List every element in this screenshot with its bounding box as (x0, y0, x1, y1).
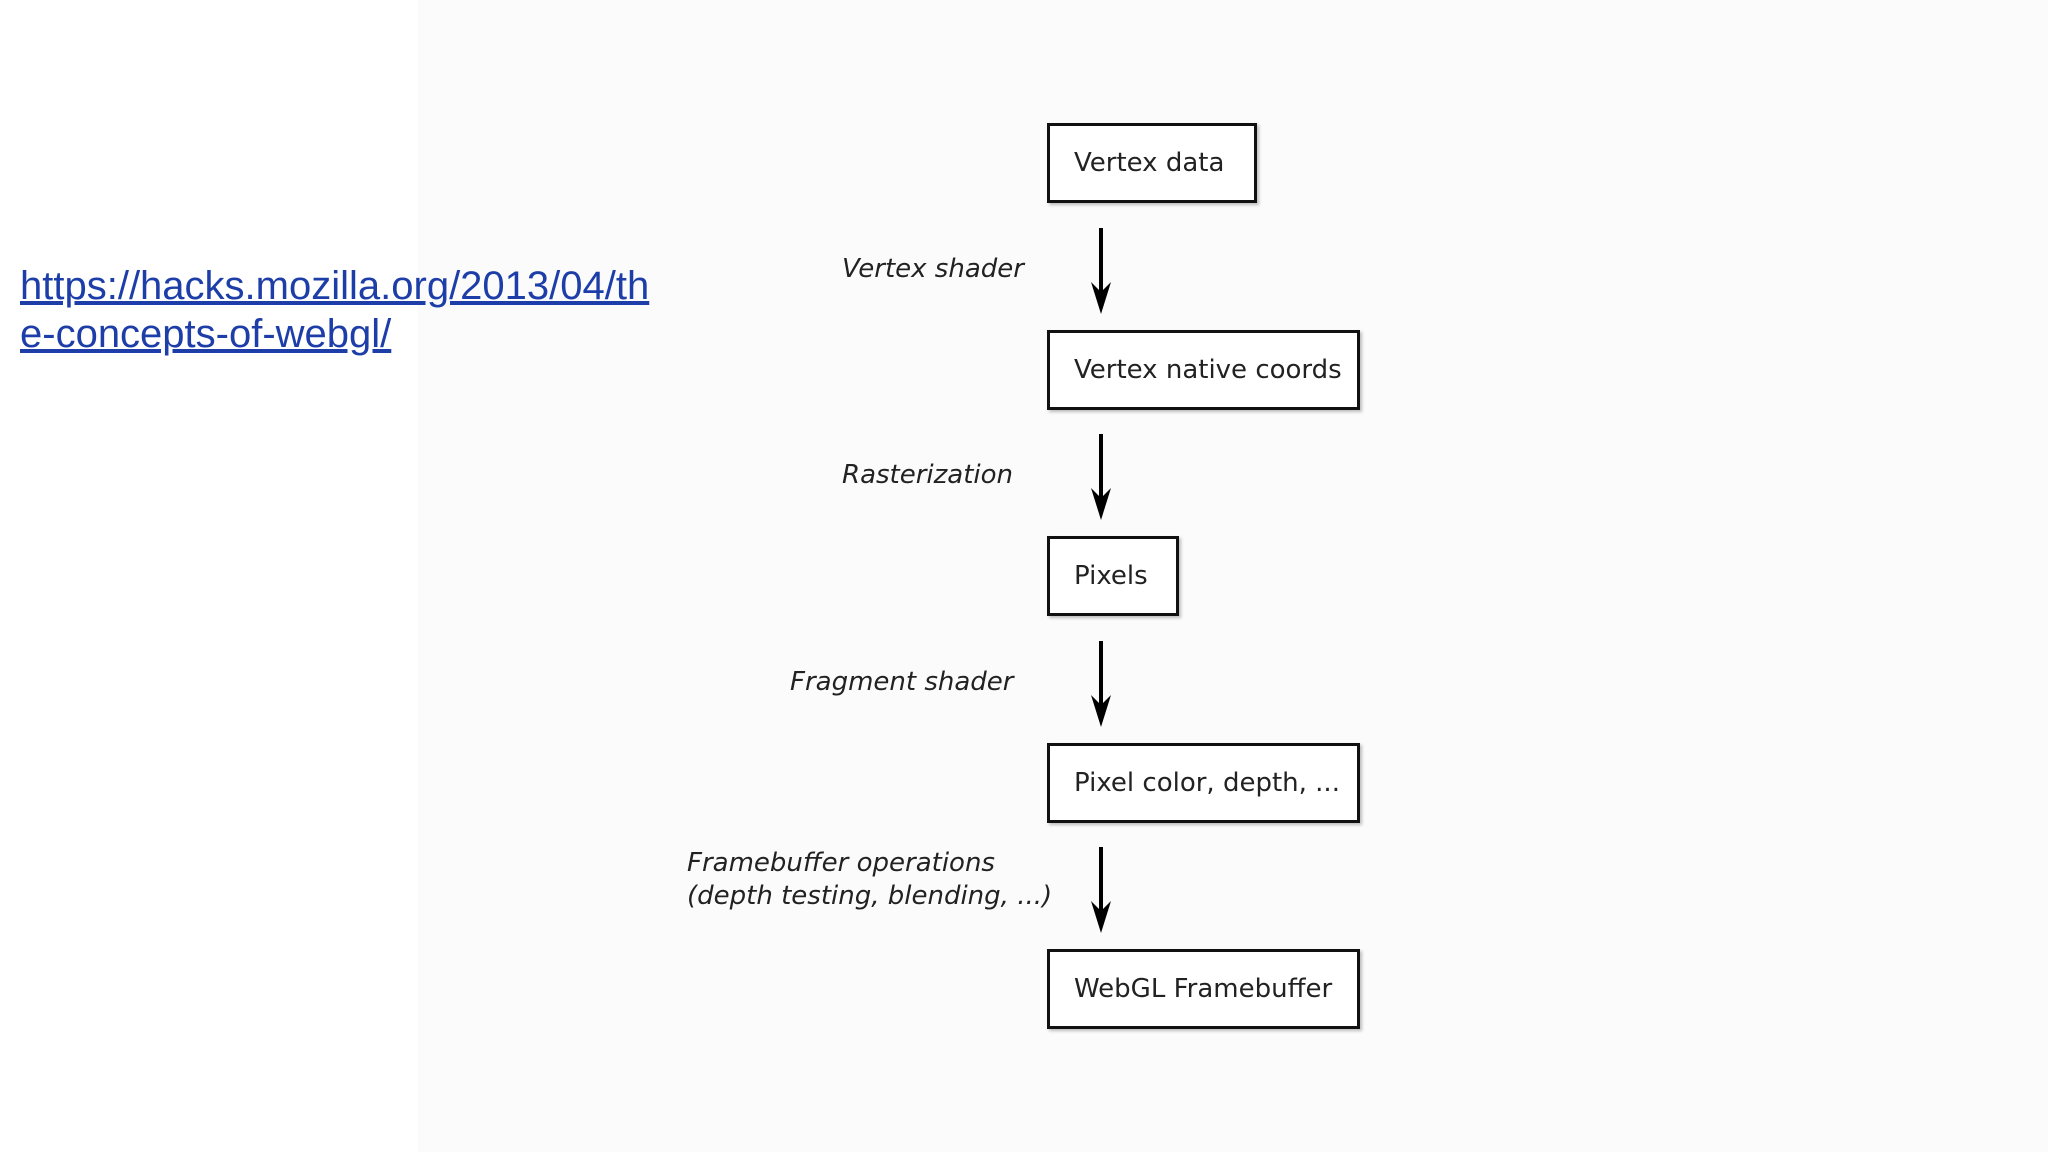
stage-pixel-color-depth: Pixel color, depth, ... (1047, 743, 1360, 823)
transition-label-line: (depth testing, blending, ...) (687, 881, 1053, 911)
down-arrow-icon (1091, 641, 1111, 727)
down-arrow-icon (1091, 847, 1111, 933)
stage-pixels: Pixels (1047, 536, 1179, 616)
stage-label: WebGL Framebuffer (1074, 974, 1333, 1004)
stage-label: Pixels (1074, 561, 1148, 591)
down-arrow-icon (1091, 434, 1111, 520)
transition-label-framebuffer-operations: Framebuffer operations (depth testing, b… (687, 847, 1052, 913)
transition-label-line: Vertex shader (842, 254, 1024, 284)
stage-label: Pixel color, depth, ... (1074, 768, 1340, 798)
source-link-line-1: https://hacks.mozilla.org/2013/04/th (20, 264, 650, 308)
transition-label-line: Fragment shader (790, 667, 1014, 697)
stage-label: Vertex data (1074, 148, 1225, 178)
down-arrow-icon (1091, 228, 1111, 314)
transition-label-vertex-shader: Vertex shader (842, 253, 1024, 286)
source-link-line-2: e-concepts-of-webgl/ (20, 312, 392, 356)
source-link[interactable]: https://hacks.mozilla.org/2013/04/the-co… (20, 262, 660, 358)
transition-label-fragment-shader: Fragment shader (790, 666, 1014, 699)
transition-label-line: Rasterization (842, 460, 1014, 490)
stage-label: Vertex native coords (1074, 355, 1342, 385)
transition-label-rasterization: Rasterization (842, 459, 1013, 492)
stage-vertex-data: Vertex data (1047, 123, 1257, 203)
stage-vertex-native-coords: Vertex native coords (1047, 330, 1360, 410)
stage-webgl-framebuffer: WebGL Framebuffer (1047, 949, 1360, 1029)
transition-label-line: Framebuffer operations (687, 848, 995, 878)
